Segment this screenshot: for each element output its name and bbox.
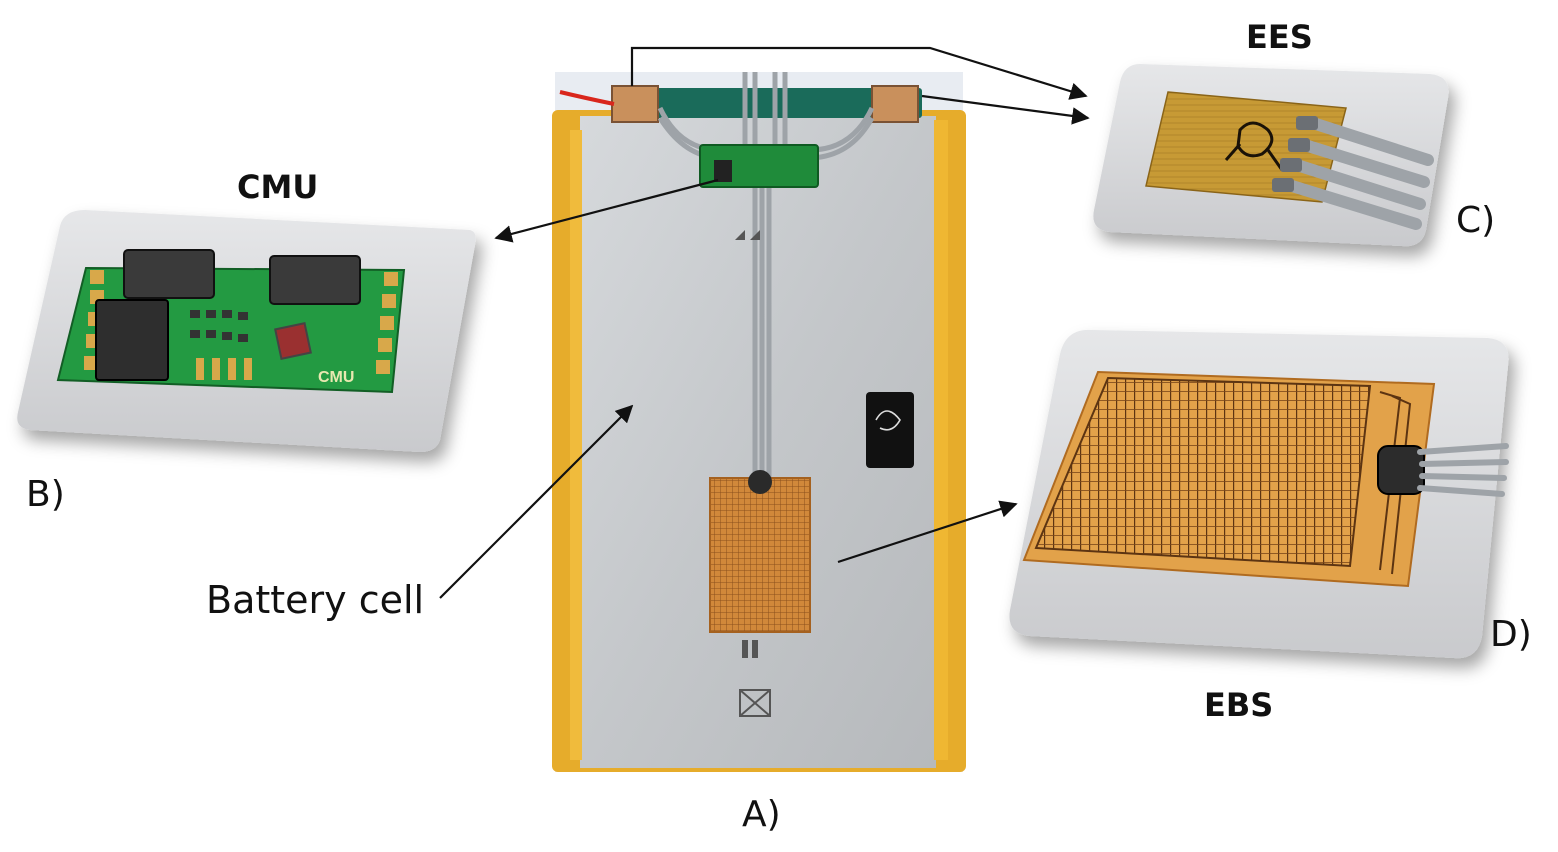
- panel-label-d: D): [1490, 614, 1532, 655]
- battery-cell-photo: [552, 72, 966, 772]
- cmu-connector-right: [269, 255, 361, 305]
- battery-side-tape-left: [570, 130, 582, 760]
- tab-pcb-strip: [612, 88, 922, 118]
- cmu-connector-left: [123, 249, 215, 299]
- ebs-title: EBS: [1204, 686, 1274, 724]
- arrow-to-cmu: [494, 178, 719, 243]
- ees-tray: [1093, 64, 1449, 247]
- ees-solder-joints: [1272, 116, 1318, 192]
- arrow-battery-cell: [439, 404, 634, 599]
- cmu-mosfet-package: [95, 299, 169, 381]
- ebs-sensor-small: [709, 477, 811, 633]
- sticker-logo-mark: [875, 410, 901, 431]
- ebs-connector: [1377, 445, 1425, 495]
- battery-tab-right: [871, 85, 919, 123]
- callout-arrows: [439, 46, 1090, 599]
- battery-cell-caption: Battery cell: [206, 578, 425, 622]
- cmu-microcontroller: [274, 322, 312, 360]
- ebs-connector-small: [748, 470, 772, 494]
- ebs-sensing-grid: [1034, 376, 1372, 568]
- battery-side-tape-right: [934, 120, 948, 760]
- red-wire: [559, 90, 615, 106]
- ees-sensing-loop: [1236, 121, 1274, 158]
- ebs-lead-traces: [1379, 391, 1412, 575]
- panel-label-a: A): [742, 794, 781, 835]
- panel-label-c: C): [1456, 200, 1496, 241]
- ees-title: EES: [1246, 18, 1313, 56]
- battery-tab-left: [611, 85, 659, 123]
- ees-traces: [1224, 143, 1284, 171]
- cmu-small-components: [190, 310, 248, 342]
- arrow-to-ees-2: [921, 94, 1090, 125]
- arrow-to-ebs: [837, 500, 1018, 564]
- cmu-title: CMU: [237, 168, 319, 206]
- arrow-to-ees-1: [630, 46, 1088, 100]
- cmu-chip-small: [714, 160, 732, 182]
- cmu-silkscreen-label: CMU: [318, 369, 354, 386]
- panel-label-b: B): [26, 474, 65, 515]
- cmu-tray: CMU: [17, 210, 476, 452]
- pouch-markings: [735, 230, 771, 717]
- ees-cables: [1286, 118, 1434, 230]
- ebs-cables: [1417, 443, 1509, 497]
- ebs-tray: [1009, 329, 1509, 659]
